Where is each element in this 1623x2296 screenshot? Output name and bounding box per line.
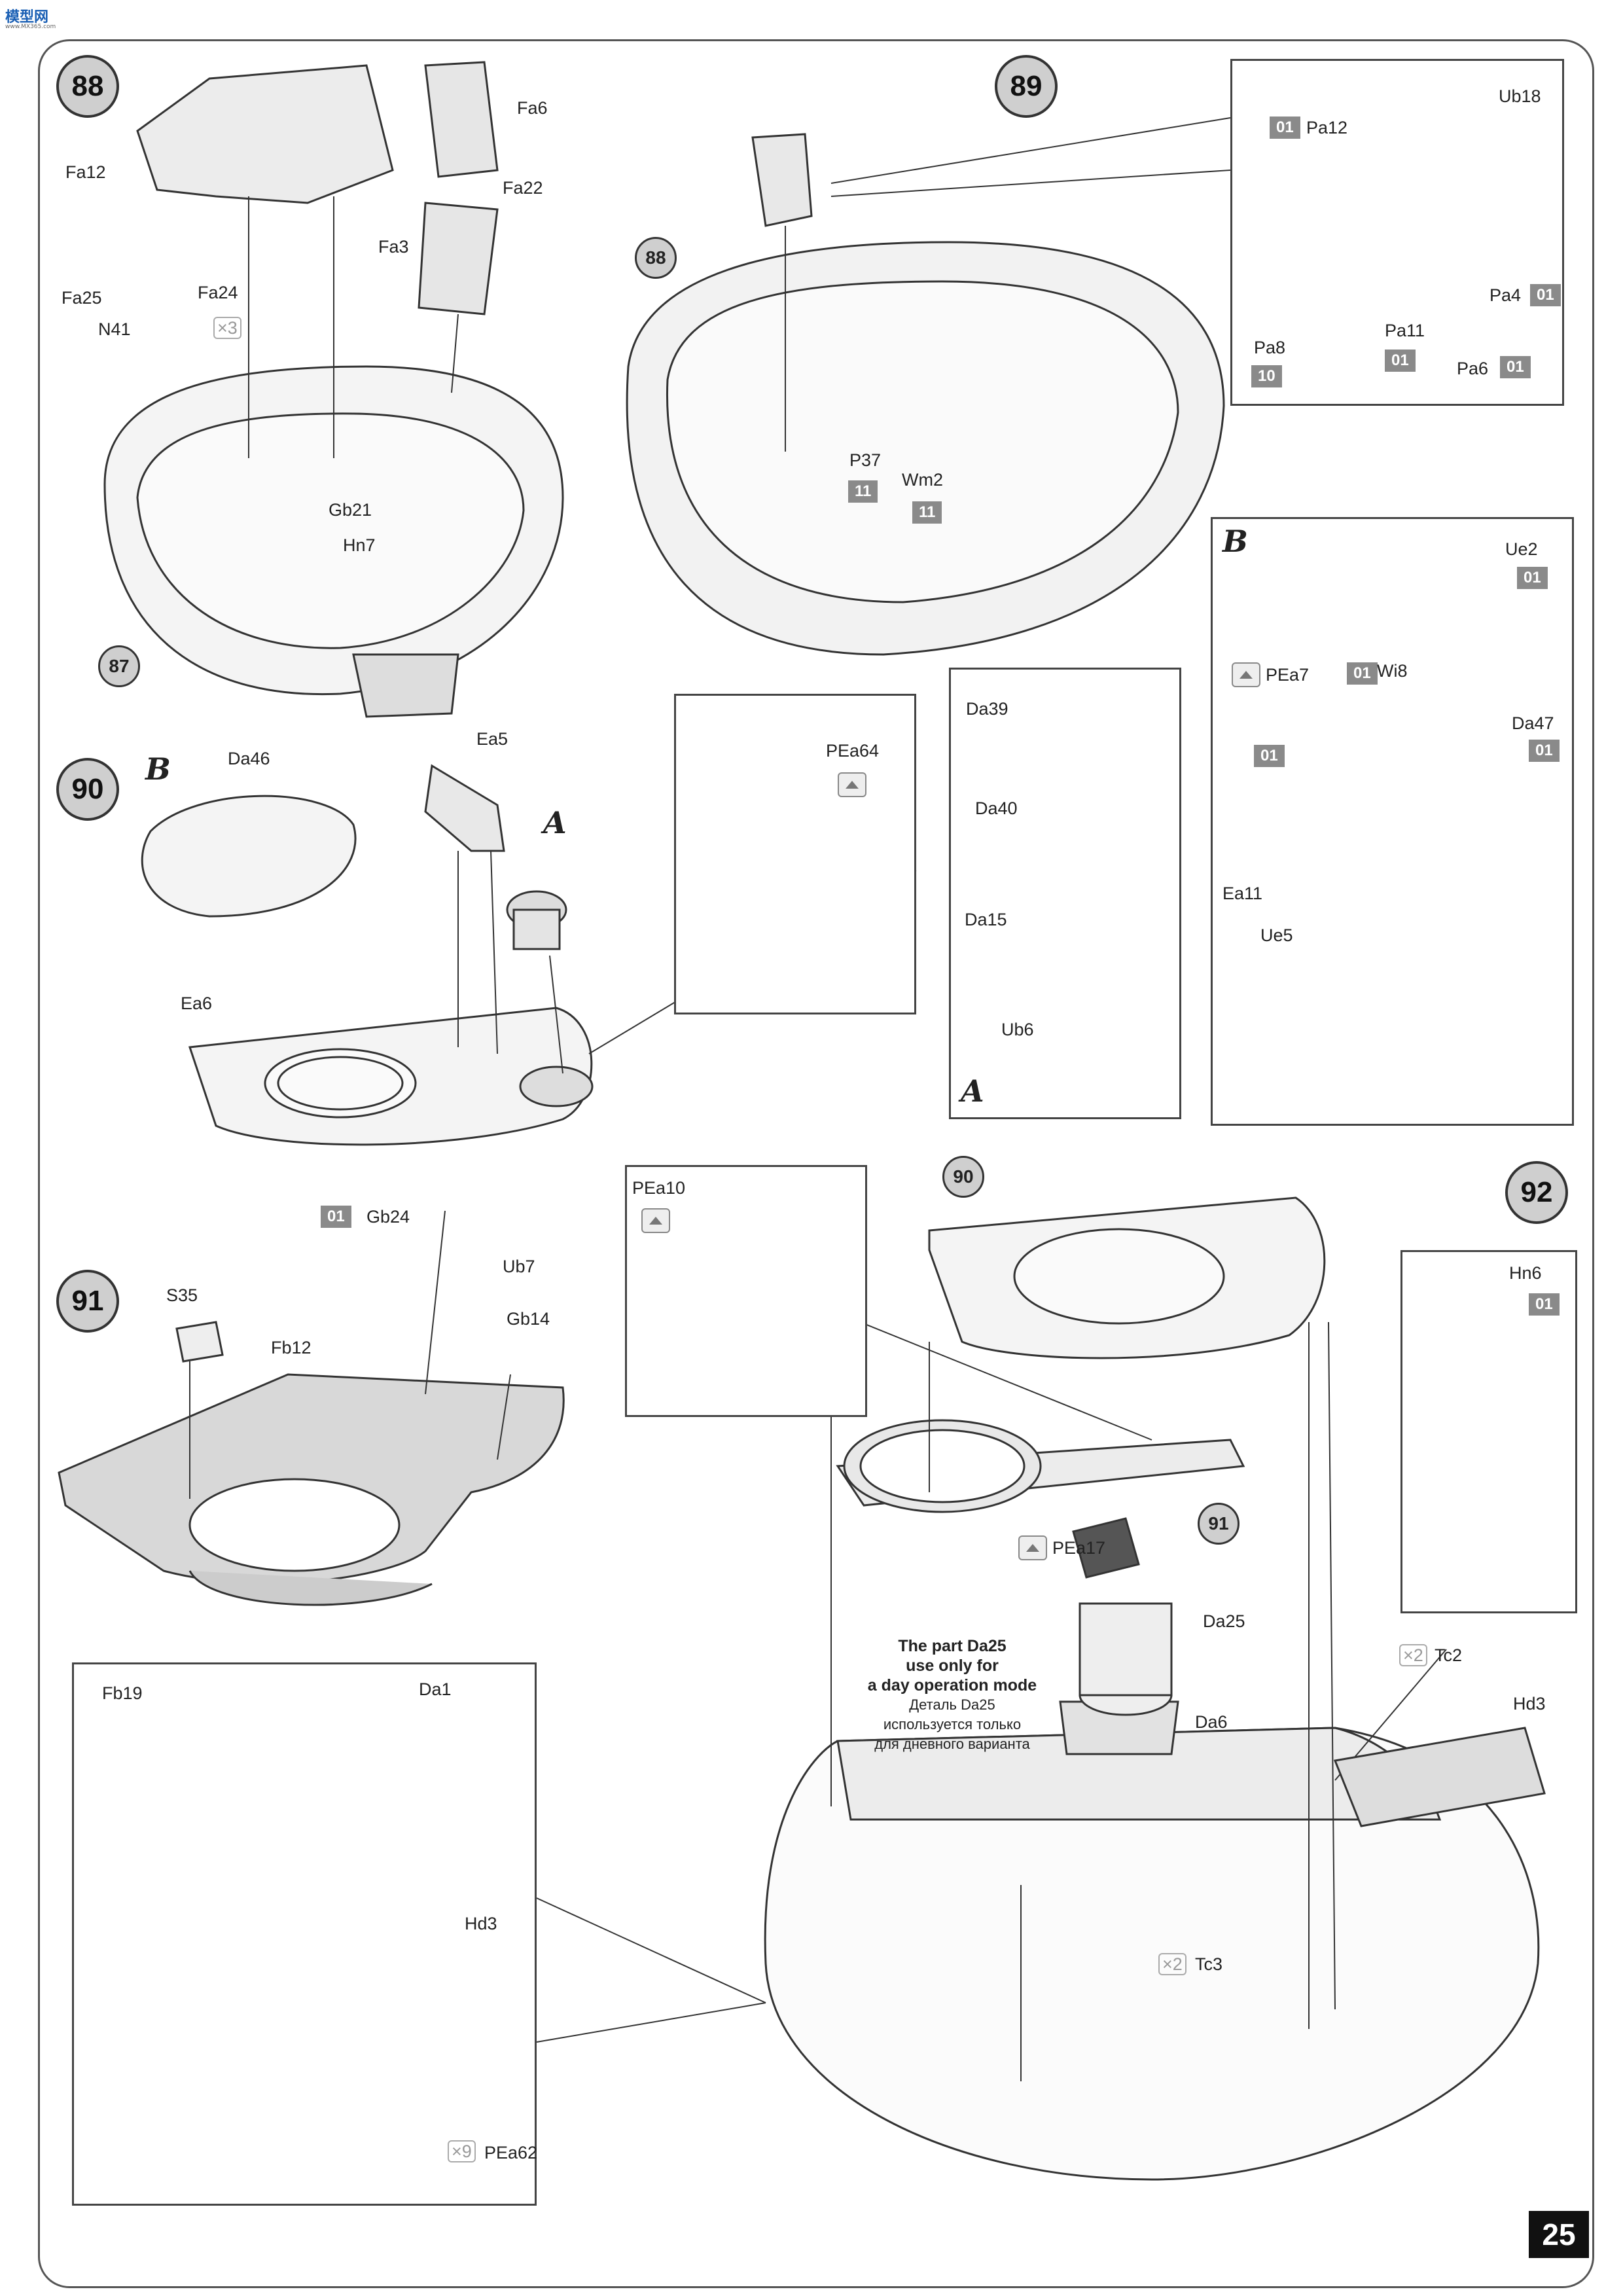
- part-label-s35: S35: [166, 1285, 198, 1305]
- note-en-line1: The part Da25: [898, 1637, 1007, 1655]
- part-label-fa12: Fa12: [65, 162, 106, 182]
- ref-step-91: 91: [1198, 1503, 1240, 1545]
- part-label-gb21: Gb21: [329, 500, 372, 520]
- part-label-da47: Da47: [1512, 713, 1554, 733]
- part-label-da25: Da25: [1203, 1611, 1245, 1631]
- subview-label-b-90: B: [145, 751, 171, 787]
- part-label-gb14: Gb14: [507, 1309, 550, 1329]
- part-label-fb12: Fb12: [271, 1338, 312, 1357]
- quantity-n41: ×3: [213, 317, 241, 339]
- photo-etch-icon: [1018, 1535, 1047, 1560]
- subview-label-a-box: A: [961, 1073, 984, 1109]
- part-label-pa8: Pa8: [1254, 338, 1286, 357]
- ref-step-90: 90: [942, 1156, 984, 1198]
- part-label-hn6: Hn6: [1509, 1263, 1542, 1283]
- part-label-hn7: Hn7: [343, 535, 376, 555]
- part-label-ue2: Ue2: [1505, 539, 1538, 559]
- part-label-da40: Da40: [975, 798, 1018, 818]
- part-label-n41: N41: [98, 319, 131, 339]
- photo-etch-icon: [641, 1208, 670, 1233]
- subview-label-b-box: B: [1222, 524, 1248, 559]
- part-label-ue5: Ue5: [1260, 925, 1293, 945]
- detail-box-pea64: [674, 694, 916, 1014]
- part-label-ea5: Ea5: [476, 729, 508, 749]
- part-label-ub7: Ub7: [503, 1257, 535, 1276]
- note-ru-line2: используется только: [883, 1716, 1022, 1732]
- part-label-wi8: Wi8: [1377, 661, 1408, 681]
- note-ru-line1: Деталь Da25: [909, 1696, 995, 1713]
- subview-label-a-90: A: [543, 805, 567, 840]
- part-label-da46: Da46: [228, 749, 270, 768]
- part-label-da15: Da15: [965, 910, 1007, 929]
- quantity-pea62: ×9: [448, 2140, 476, 2162]
- part-label-da39: Da39: [966, 699, 1008, 719]
- step-number-91: 91: [56, 1270, 119, 1333]
- part-label-tc3: Tc3: [1195, 1954, 1223, 1974]
- paint-code-pa4: 01: [1530, 284, 1561, 306]
- quantity-tc2: ×2: [1399, 1644, 1427, 1666]
- part-label-fb19: Fb19: [102, 1683, 143, 1703]
- step-number-88: 88: [56, 55, 119, 118]
- paint-code-wm2: 11: [912, 501, 942, 524]
- part-label-ub18: Ub18: [1499, 86, 1541, 106]
- part-label-da6: Da6: [1195, 1712, 1228, 1732]
- part-label-pea7: PEa7: [1266, 665, 1310, 685]
- part-label-pa4: Pa4: [1489, 285, 1522, 305]
- part-label-hd3-main: Hd3: [1513, 1694, 1546, 1713]
- part-label-pea64: PEa64: [826, 741, 880, 761]
- paint-code-wi8: 01: [1347, 662, 1378, 685]
- part-label-p37: P37: [849, 450, 882, 470]
- part-label-ea6: Ea6: [181, 994, 213, 1013]
- ref-step-87: 87: [98, 645, 140, 687]
- part-label-pea10: PEa10: [632, 1178, 686, 1198]
- paint-code-pa12: 01: [1270, 117, 1300, 139]
- part-label-tc2: Tc2: [1435, 1645, 1463, 1665]
- paint-code-ue2: 01: [1517, 567, 1548, 589]
- page-frame: [38, 39, 1594, 2288]
- part-label-fa6: Fa6: [517, 98, 548, 118]
- part-label-pa6: Pa6: [1457, 359, 1489, 378]
- paint-code-pa8: 10: [1251, 365, 1282, 387]
- part-label-hd3-detail: Hd3: [465, 1914, 497, 1933]
- subview-box-b: [1211, 517, 1574, 1126]
- part-label-ea11: Ea11: [1222, 884, 1263, 903]
- paint-code-p37: 11: [848, 480, 878, 503]
- part-label-wm2: Wm2: [902, 470, 943, 490]
- quantity-tc3: ×2: [1158, 1953, 1186, 1975]
- photo-etch-icon: [838, 772, 866, 797]
- paint-code-gb24: 01: [321, 1206, 351, 1228]
- note-ru-line3: для дневного варианта: [874, 1736, 1030, 1752]
- ref-step-88: 88: [635, 237, 677, 279]
- paint-code-pa11: 01: [1385, 350, 1416, 372]
- part-label-da1: Da1: [419, 1679, 452, 1699]
- page-number: 25: [1529, 2211, 1589, 2258]
- note-en-line3: a day operation mode: [867, 1676, 1037, 1695]
- part-label-pea62: PEa62: [484, 2143, 538, 2162]
- paint-code-da47: 01: [1529, 740, 1560, 762]
- detail-box-hull-side: [72, 1662, 537, 2206]
- note-en-line2: use only for: [906, 1657, 999, 1675]
- step-number-90: 90: [56, 758, 119, 821]
- site-logo: 模型网: [5, 9, 49, 26]
- part-label-fa22: Fa22: [503, 178, 543, 198]
- step-number-89: 89: [995, 55, 1058, 118]
- part-label-fa24: Fa24: [198, 283, 238, 302]
- part-label-ub6: Ub6: [1001, 1020, 1034, 1039]
- part-label-pa12: Pa12: [1306, 118, 1348, 137]
- detail-box-pea10: [625, 1165, 867, 1417]
- subview-box-a: [949, 668, 1181, 1119]
- part-label-gb24: Gb24: [366, 1207, 410, 1227]
- part-label-fa25: Fa25: [62, 288, 102, 308]
- da25-usage-note: The part Da25 use only for a day operati…: [844, 1636, 1060, 1754]
- part-label-pea17: PEa17: [1052, 1538, 1106, 1558]
- photo-etch-icon: [1232, 662, 1260, 687]
- paint-code-hn6: 01: [1529, 1293, 1560, 1316]
- paint-code-pa6: 01: [1500, 356, 1531, 378]
- site-url: www.MX365.com: [5, 24, 56, 30]
- step-number-92: 92: [1505, 1161, 1568, 1224]
- part-label-fa3: Fa3: [378, 237, 409, 257]
- part-label-pa11: Pa11: [1385, 321, 1425, 340]
- paint-code-pea7: 01: [1254, 745, 1285, 767]
